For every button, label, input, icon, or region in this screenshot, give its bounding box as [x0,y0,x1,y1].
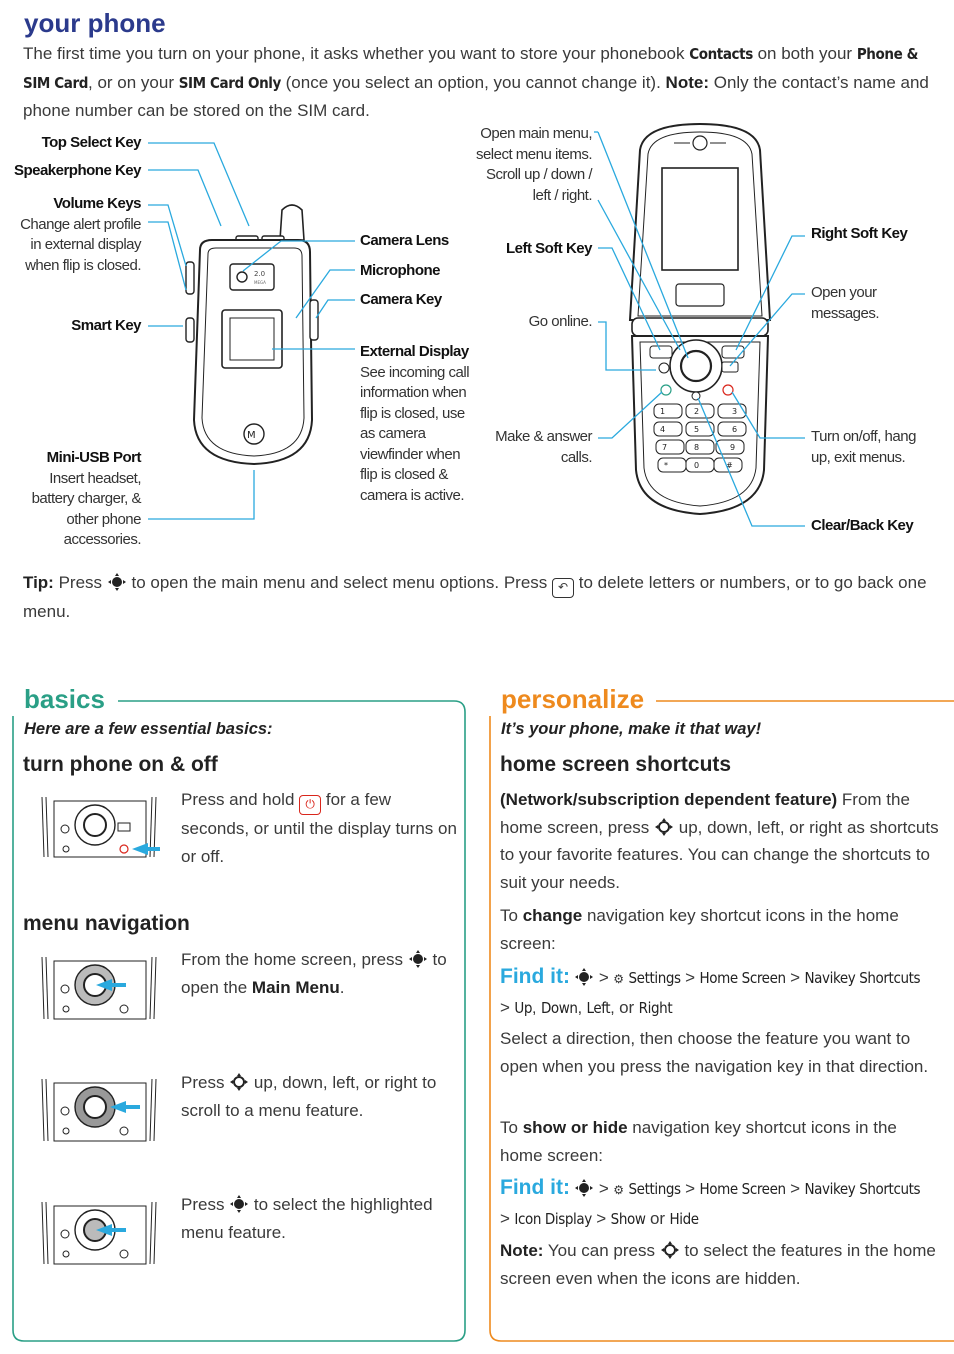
open-phone-diagram: 1 2 3 4 5 6 7 8 9 * 0 # [0,0,954,560]
pointer-arrow-icon [110,1101,140,1113]
svg-text:#: # [726,461,733,470]
keypad-center-svg [41,956,157,1020]
make-answer-label: Make & answer calls. [495,428,592,466]
open-messages-label: Open your messages. [811,284,880,322]
nav-key-icon [655,817,674,836]
menu-nav-text-2: Press up, down, left, or right to scroll… [181,1073,437,1120]
pointer-arrow-icon [96,979,126,991]
svg-text:3: 3 [732,407,737,416]
keypad-power-svg [41,796,160,858]
svg-text:*: * [664,461,668,470]
menu-nav-text-3: Press to select the highlighted menu fea… [181,1195,433,1242]
personalize-title: personalize [501,684,645,714]
intro-paragraph: The first time you turn on your phone, i… [23,44,929,120]
shortcuts-paragraph-4: To show or hide navigation key shortcut … [500,1118,897,1165]
nav-key-icon [660,1241,679,1259]
svg-text:7: 7 [662,443,667,452]
microphone-label: Microphone [360,262,441,279]
note-paragraph: Note: You can press to select the featur… [500,1241,936,1288]
closed-phone-svg: 2.0 MEGA M [148,142,355,520]
svg-text:2.0: 2.0 [254,270,265,278]
menu-nav-text-1: From the home screen, press to open the … [181,950,447,997]
menu-nav-heading: menu navigation [23,912,190,935]
nav-key-icon [107,573,126,591]
page-title: your phone [24,8,166,38]
keypad-select-svg [41,1201,157,1265]
mini-usb-label: Mini-USB Port Insert headset, battery ch… [31,449,142,548]
personalize-subtitle: It’s your phone, make it that way! [501,720,762,738]
top-select-key-label: Top Select Key [41,134,142,151]
clear-back-key-label: Clear/Back Key [811,517,914,534]
nav-key-icon [408,950,427,968]
nav-key-icon [230,1073,249,1091]
sim-only-term: SIM Card Only [178,73,282,92]
svg-text:2: 2 [694,407,699,416]
keypad-select-illustration [40,1200,160,1266]
right-soft-key-label: Right Soft Key [811,225,908,242]
svg-text:6: 6 [732,425,737,434]
svg-text:9: 9 [730,443,735,452]
nav-key-icon [230,1195,249,1213]
contacts-term: Contacts [689,45,753,63]
external-display-label: External Display See incoming call infor… [360,343,470,504]
turn-on-off-label: Turn on/off, hang up, exit menus. [811,428,916,466]
open-phone-svg: 1 2 3 4 5 6 7 8 9 * 0 # [594,122,805,527]
svg-text:M: M [247,430,256,441]
phone-sim-term: Phone & SIM Card [23,45,919,92]
keypad-scroll-svg [41,1078,157,1142]
tip-paragraph: Tip: Press to open the main menu and sel… [23,573,927,621]
basics-subtitle: Here are a few essential basics: [24,720,273,738]
shortcuts-heading: home screen shortcuts [500,753,732,776]
onoff-text: Press and hold ⏻ for a few seconds, or u… [181,790,457,866]
closed-phone-diagram: 2.0 MEGA M [0,0,954,560]
left-soft-key-label: Left Soft Key [505,240,593,257]
shortcuts-paragraph-1: (Network/subscription dependent feature)… [500,790,939,892]
settings-icon: ⚙ [613,1183,625,1197]
volume-keys-label: Volume Keys Change alert profile in exte… [20,195,141,274]
nav-key-icon [575,1179,594,1197]
svg-text:1: 1 [660,407,665,416]
keypad-scroll-illustration [40,1077,160,1143]
basics-title: basics [24,684,105,714]
shortcuts-paragraph-2: To change navigation key shortcut icons … [500,906,899,953]
pointer-arrow-icon [132,843,160,855]
svg-text:8: 8 [694,443,699,452]
speakerphone-key-label: Speakerphone Key [13,162,142,179]
find-it-path-1: Find it: > ⚙ Settings > Home Screen > Na… [500,965,921,1017]
onoff-heading: turn phone on & off [23,753,218,776]
camera-lens-label: Camera Lens [360,232,449,249]
keypad-center-illustration [40,955,160,1021]
svg-text:5: 5 [694,425,699,434]
open-menu-label: Open main menu, select menu items. Scrol… [475,125,593,204]
clear-key-icon: ↶ [552,578,575,598]
keypad-power-illustration [40,795,160,859]
svg-text:MEGA: MEGA [254,280,266,285]
svg-text:0: 0 [694,461,699,470]
settings-icon: ⚙ [613,972,625,986]
nav-key-icon [575,968,594,986]
go-online-label: Go online. [528,313,593,330]
svg-text:4: 4 [660,425,665,434]
shortcuts-paragraph-3: Select a direction, then choose the feat… [500,1029,929,1076]
camera-key-label: Camera Key [360,291,442,308]
pointer-arrow-icon [96,1224,126,1236]
find-it-path-2: Find it: > ⚙ Settings > Home Screen > Na… [500,1176,921,1228]
smart-key-label: Smart Key [71,317,141,334]
